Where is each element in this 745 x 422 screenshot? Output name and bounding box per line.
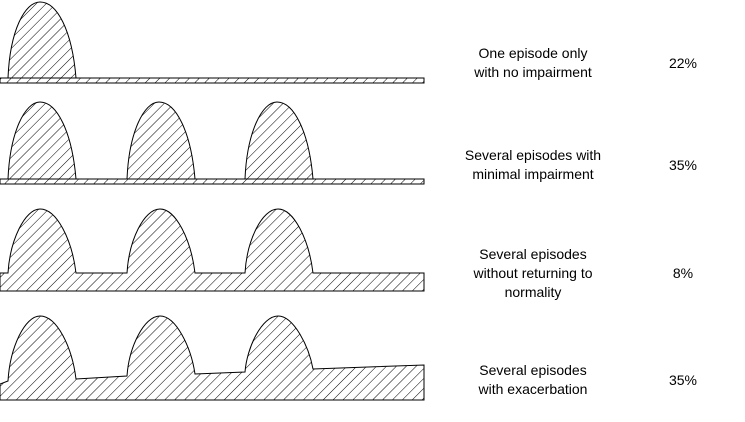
profile-one-episode xyxy=(0,1,425,84)
row-label-several-minimal: Several episodes with minimal impairment xyxy=(464,147,602,182)
row-percent-several-exacerbation: 35% xyxy=(668,372,698,388)
row-label-several-no-return: Several episodes without returning to no… xyxy=(473,246,593,300)
profile-several-minimal xyxy=(0,101,425,185)
episode-hump-1 xyxy=(7,101,77,180)
profile-several-exacerbation xyxy=(0,315,425,401)
row-percent-one-episode: 22% xyxy=(668,55,698,71)
episode-hump xyxy=(7,1,77,79)
row-label-several-exacerbation: Several episodes with exacerbation xyxy=(478,362,588,397)
row-percent-several-minimal: 35% xyxy=(668,157,698,173)
profile-several-no-return xyxy=(0,208,425,292)
episode-hump-3 xyxy=(244,101,314,180)
baseline-band xyxy=(0,77,425,84)
episode-outline xyxy=(0,315,425,401)
episode-outline xyxy=(0,208,425,292)
row-percent-several-no-return: 8% xyxy=(672,265,694,281)
episode-hump-2 xyxy=(126,101,196,180)
baseline-band xyxy=(0,178,425,185)
row-label-one-episode: One episode only with no impairment xyxy=(474,45,592,80)
